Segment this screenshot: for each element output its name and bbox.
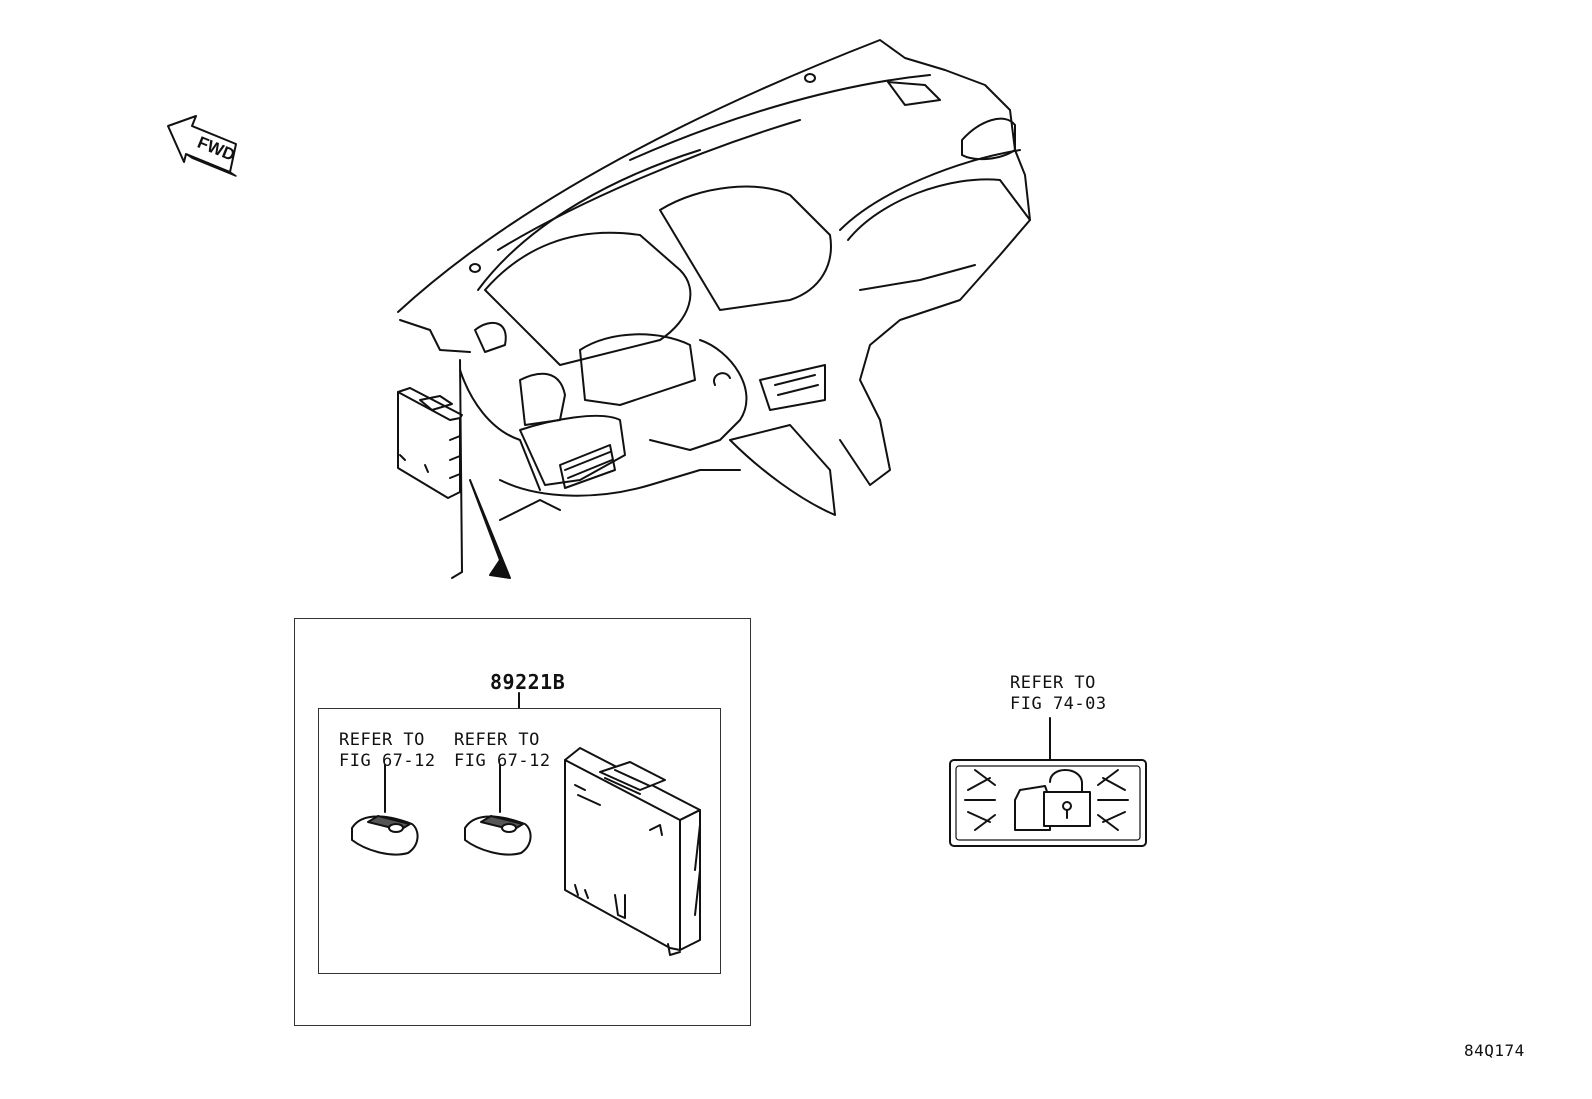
ref-label-1: REFER TO FIG 67-12 [339, 730, 436, 772]
instrument-panel [397, 39, 1031, 579]
remote-key-icon-2 [464, 764, 532, 856]
fwd-arrow-icon: FWD [167, 115, 238, 177]
remote-key-icon-1 [351, 764, 419, 856]
diagram-id: 84Q174 [1464, 1041, 1525, 1060]
control-module-small [397, 387, 511, 579]
ref-label-2-line2: FIG 67-12 [454, 751, 551, 771]
ref-label-1-line1: REFER TO [339, 730, 425, 750]
kit-outer-box [294, 618, 751, 1026]
kit-inner-box [318, 708, 721, 974]
part-number: 89221B [490, 670, 566, 694]
ref-label-2-line1: REFER TO [454, 730, 540, 750]
ref-label-2: REFER TO FIG 67-12 [454, 730, 551, 772]
ref-label-1-line2: FIG 67-12 [339, 751, 436, 771]
security-ref-line2: FIG 74-03 [1010, 694, 1107, 714]
control-module-large [564, 747, 701, 956]
security-ref-label: REFER TO FIG 74-03 [1010, 673, 1107, 715]
security-ref-line1: REFER TO [1010, 673, 1096, 693]
security-label-icon [949, 717, 1147, 847]
